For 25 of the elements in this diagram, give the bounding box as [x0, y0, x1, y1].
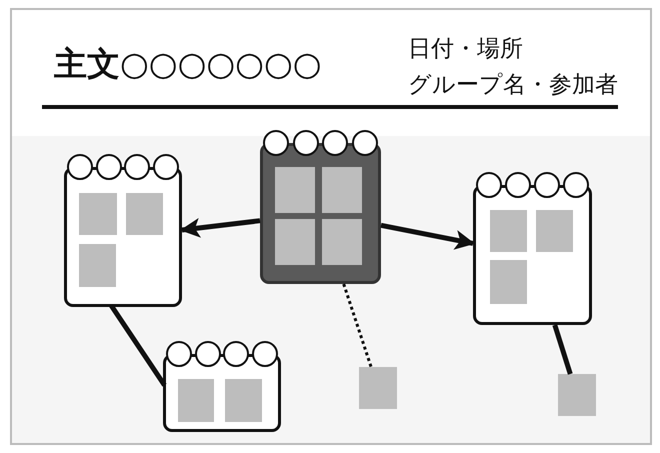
sticky-note — [490, 260, 527, 304]
sticky-note — [536, 210, 573, 252]
arrow — [380, 222, 475, 250]
connector-line — [342, 284, 373, 368]
meta-text: 日付・場所 — [408, 35, 523, 64]
sticky-note — [322, 167, 362, 213]
group-card — [260, 143, 381, 284]
sticky-note — [275, 219, 315, 265]
connector-line — [552, 324, 573, 375]
sticky-note — [490, 210, 527, 252]
sticky-note — [178, 379, 214, 422]
sticky-note — [322, 219, 362, 265]
arrow — [180, 218, 260, 238]
group-card — [64, 167, 182, 307]
sticky-note — [79, 193, 117, 235]
meta-text: グループ名・参加者 — [408, 71, 618, 100]
title: 主文○○○○○○○ — [54, 44, 322, 84]
group-card — [473, 185, 592, 325]
sticky-note — [359, 367, 397, 409]
sticky-note — [275, 167, 315, 213]
connector-line — [109, 304, 167, 387]
sticky-note — [126, 193, 163, 235]
sticky-note — [79, 244, 116, 287]
sticky-note — [225, 379, 262, 422]
sticky-note — [558, 374, 596, 416]
